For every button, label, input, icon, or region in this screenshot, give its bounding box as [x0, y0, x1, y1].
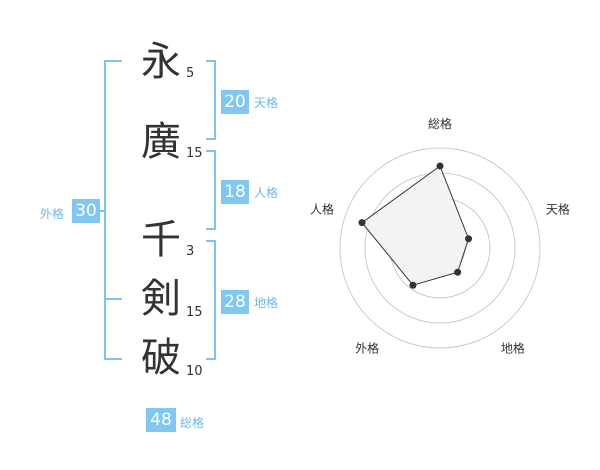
gaikaku-bracket-middle: [104, 298, 122, 300]
jinkaku-bracket-top: [206, 150, 216, 152]
kanji-4: 剣: [141, 276, 181, 322]
radar-point-1: [436, 162, 444, 170]
soukaku-value: 48: [146, 408, 176, 432]
gaikaku-bracket-bottom: [104, 358, 122, 360]
chikaku-value: 28: [221, 290, 249, 314]
gaikaku-value: 30: [72, 199, 100, 223]
chikaku-bracket-vertical: [214, 240, 216, 360]
jinkaku-bracket-bottom: [206, 228, 216, 230]
radar-axis-label-4: 外格: [355, 340, 379, 355]
kanji-1: 永: [141, 39, 181, 85]
radar-axis-label-3: 地格: [501, 340, 525, 355]
stroke-count-4: 15: [186, 305, 203, 320]
tenkaku-bracket-bottom: [206, 138, 216, 140]
radar-point-3: [454, 268, 462, 276]
radar-axis-label-1: 総格: [428, 116, 452, 131]
stroke-count-3: 3: [186, 244, 195, 259]
gaikaku-label: 外格: [40, 207, 65, 221]
kanji-5: 破: [141, 335, 181, 381]
radar-axis-label-2: 天格: [546, 202, 570, 217]
tenkaku-label: 天格: [254, 96, 279, 110]
stroke-count-5: 10: [186, 364, 203, 379]
jinkaku-label: 人格: [254, 186, 279, 200]
kanji-3: 千: [141, 217, 181, 263]
jinkaku-value: 18: [221, 180, 249, 204]
chikaku-bracket-bottom: [206, 358, 216, 360]
chikaku-bracket-top: [206, 240, 216, 242]
jinkaku-bracket-vertical: [214, 150, 216, 230]
radar-point-2: [465, 235, 473, 243]
kanji-2: 廣: [141, 119, 181, 165]
radar-ring-4: [339, 147, 541, 349]
radar-point-5: [358, 219, 366, 227]
tenkaku-bracket-top: [206, 60, 216, 62]
stroke-count-2: 15: [186, 146, 203, 161]
soukaku-label: 総格: [180, 416, 205, 430]
chikaku-label: 地格: [254, 296, 279, 310]
tenkaku-bracket-vertical: [214, 60, 216, 140]
tenkaku-value: 20: [221, 90, 249, 114]
gaikaku-connector: [96, 210, 106, 212]
radar-polygon: [361, 165, 470, 286]
radar-axis-label-5: 人格: [310, 202, 334, 217]
stroke-count-1: 5: [186, 66, 195, 81]
gaikaku-bracket-top: [104, 60, 122, 62]
radar-point-4: [409, 281, 417, 289]
